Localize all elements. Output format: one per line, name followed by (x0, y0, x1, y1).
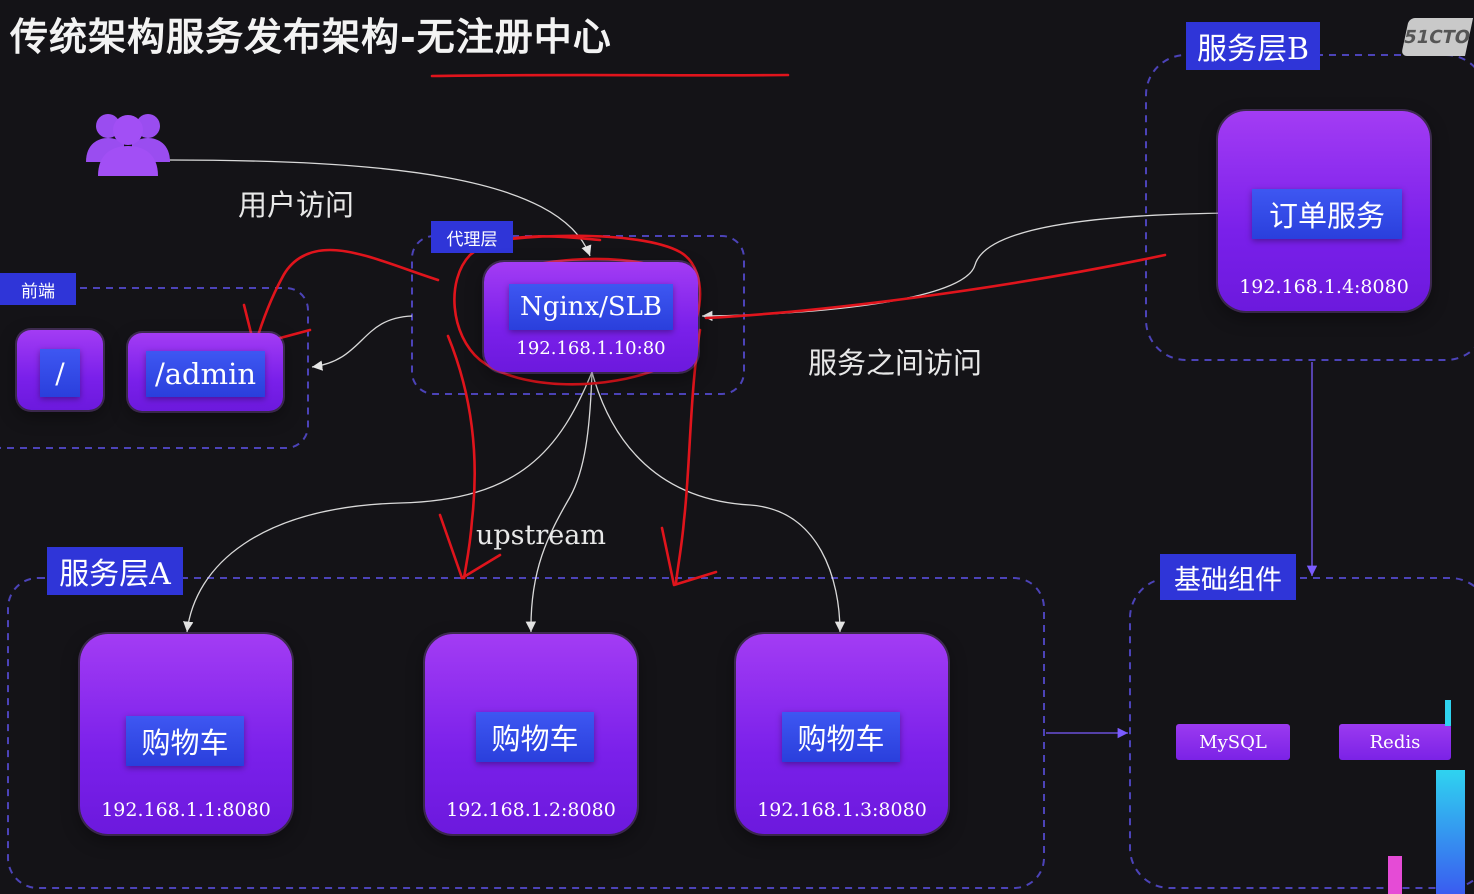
service-b-badge: 服务层B (1186, 22, 1320, 70)
order-service-address: 192.168.1.4:8080 (1239, 276, 1409, 298)
order-to-nginx-connector (701, 212, 1253, 322)
infra-badge: 基础组件 (1160, 554, 1296, 600)
cart-service-2-address: 192.168.1.2:8080 (446, 799, 616, 821)
infra-group-border (1129, 577, 1474, 889)
users-icon (86, 114, 170, 176)
redis-box[interactable]: Redis (1339, 724, 1451, 760)
proxy-badge: 代理层 (431, 221, 513, 253)
service-access-label: 服务之间访问 (808, 346, 983, 380)
mysql-box[interactable]: MySQL (1176, 724, 1290, 760)
user-access-label: 用户访问 (238, 188, 355, 222)
edge-decoration (1436, 770, 1465, 894)
edge-decoration-pink (1388, 856, 1402, 894)
nginx-label: Nginx/SLB (509, 284, 673, 330)
service-a-badge: 服务层A (47, 547, 183, 595)
cart-service-1-label: 购物车 (126, 716, 244, 766)
cart-service-3-label: 购物车 (782, 712, 900, 762)
nginx-to-cart1-connector (183, 371, 593, 633)
frontend-badge: 前端 (0, 273, 76, 305)
cart-service-1-address: 192.168.1.1:8080 (101, 799, 271, 821)
upstream-label: upstream (476, 520, 606, 551)
order-service-card[interactable]: 订单服务 192.168.1.4:8080 (1218, 111, 1430, 311)
user-to-nginx-connector (167, 159, 592, 257)
page-title: 传统架构服务发布架构-无注册中心 (10, 14, 612, 59)
edge-decoration-bar (1445, 700, 1451, 726)
order-service-label: 订单服务 (1252, 189, 1402, 239)
watermark-logo: 51CTO (1401, 18, 1474, 56)
cart-service-card-2[interactable]: 购物车 192.168.1.2:8080 (425, 634, 637, 834)
cart-service-card-3[interactable]: 购物车 192.168.1.3:8080 (736, 634, 948, 834)
frontend-root-card[interactable]: / (17, 330, 103, 410)
red-annotations (242, 73, 1167, 587)
service-a-group-border (7, 577, 1045, 889)
nginx-to-cart3-connector (591, 371, 846, 633)
cart-service-card-1[interactable]: 购物车 192.168.1.1:8080 (80, 634, 292, 834)
nginx-to-cart2-connector (525, 371, 593, 633)
frontend-root-label: / (40, 349, 80, 397)
cart-service-2-label: 购物车 (476, 712, 594, 762)
frontend-admin-label: /admin (146, 351, 265, 397)
nginx-to-frontend-connector (311, 315, 413, 371)
nginx-address: 192.168.1.10:80 (516, 338, 666, 359)
frontend-admin-card[interactable]: /admin (128, 333, 283, 411)
nginx-card[interactable]: Nginx/SLB 192.168.1.10:80 (484, 262, 698, 372)
cart-service-3-address: 192.168.1.3:8080 (757, 799, 927, 821)
